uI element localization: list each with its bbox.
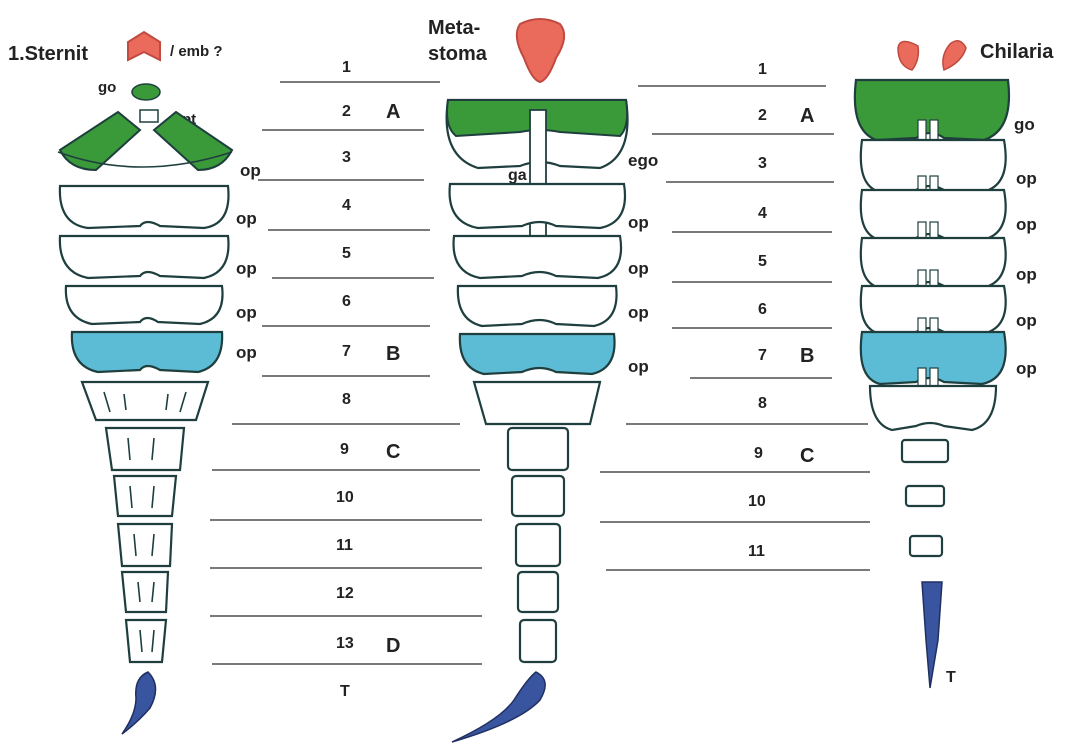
right-num-11: 11 [748, 543, 765, 560]
middle-segment-12 [518, 572, 558, 612]
middle-ego-label: ego [628, 151, 658, 170]
left-go-shape [132, 84, 160, 100]
right-region-B: B [800, 345, 814, 367]
middle-ga-label: ga [508, 167, 527, 184]
right-op-label-3: op [1016, 169, 1037, 188]
right-num-6: 6 [758, 301, 767, 318]
left-num-4: 4 [342, 197, 351, 214]
left-op-label-6: op [236, 303, 257, 322]
left-region-D: D [386, 635, 400, 657]
left-num-T: T [340, 683, 350, 700]
right-T-label: T [946, 669, 956, 686]
left-segment-10 [114, 476, 176, 516]
middle-figure: ga ego op op op op [447, 100, 659, 742]
right-figure: go T op op op op op [855, 80, 1037, 688]
left-num-7: 7 [342, 343, 351, 360]
right-region-C: C [800, 445, 814, 467]
middle-operculum-6 [458, 286, 617, 326]
left-segment-8 [82, 382, 208, 420]
middle-operculum-7 [460, 334, 615, 374]
right-num-9: 9 [754, 445, 763, 462]
middle-segment-8 [474, 382, 600, 424]
left-num-12: 12 [336, 585, 354, 602]
left-op-label-3: op [240, 161, 261, 180]
middle-op-label-6: op [628, 303, 649, 322]
right-num-2: 2 [758, 107, 767, 124]
left-segment-9 [106, 428, 184, 470]
left-num-3: 3 [342, 149, 351, 166]
right-telson [922, 582, 942, 688]
emb-label: / emb ? [170, 43, 223, 60]
middle-segment-11 [516, 524, 560, 566]
middle-operculum-4 [450, 184, 625, 228]
left-figure: go pt op op op op op [58, 79, 261, 734]
left-plate-left [60, 112, 140, 170]
left-region-C: C [386, 441, 400, 463]
left-num-11: 11 [336, 537, 353, 554]
metastoma-shape [517, 19, 564, 82]
left-operculum-4 [60, 186, 229, 228]
left-telson [122, 672, 156, 734]
left-segment-13 [126, 620, 166, 662]
right-num-4: 4 [758, 205, 767, 222]
left-num-5: 5 [342, 245, 351, 262]
left-op-label-4: op [236, 209, 257, 228]
right-segment-11 [910, 536, 942, 556]
left-num-6: 6 [342, 293, 351, 310]
right-num-3: 3 [758, 155, 767, 172]
middle-segment-9 [508, 428, 568, 470]
right-num-1: 1 [758, 61, 767, 78]
left-region-A: A [386, 101, 400, 123]
middle-segment-10 [512, 476, 564, 516]
left-op-label-5: op [236, 259, 257, 278]
left-operculum-6 [66, 286, 223, 324]
left-num-13: 13 [336, 635, 354, 652]
middle-operculum-5 [454, 236, 622, 278]
left-num-10: 10 [336, 489, 354, 506]
chilaria-left-shape [898, 41, 918, 70]
right-go-label: go [1014, 115, 1035, 134]
left-operculum-7 [72, 332, 222, 372]
right-op-label-5: op [1016, 265, 1037, 284]
left-num-8: 8 [342, 391, 351, 408]
right-segment-9 [902, 440, 948, 462]
left-num-2: 2 [342, 103, 351, 120]
left-operculum-5 [60, 236, 229, 278]
chilaria-label: Chilaria [980, 41, 1054, 63]
metastoma-label-1: Meta- [428, 17, 480, 39]
left-num-9: 9 [340, 441, 349, 458]
sternit-label: 1.Sternit [8, 43, 88, 65]
metastoma-label-2: stoma [428, 43, 488, 65]
left-number-column: 1 2 3 4 5 6 7 8 9 10 11 12 13 T A B C D [210, 59, 482, 700]
left-op-label-7: op [236, 343, 257, 362]
chilaria-right-shape [943, 41, 966, 70]
right-num-5: 5 [758, 253, 767, 270]
right-segment-10 [906, 486, 944, 506]
left-segment-12 [122, 572, 168, 612]
left-go-label: go [98, 79, 116, 96]
right-num-8: 8 [758, 395, 767, 412]
right-op-label-4: op [1016, 215, 1037, 234]
left-segment-11 [118, 524, 172, 566]
left-num-1: 1 [342, 59, 351, 76]
middle-op-label-5: op [628, 259, 649, 278]
left-pt-block [140, 110, 158, 122]
right-region-A: A [800, 105, 814, 127]
right-num-7: 7 [758, 347, 767, 364]
middle-telson [452, 672, 545, 742]
right-op-label-6: op [1016, 311, 1037, 330]
right-op-label-7: op [1016, 359, 1037, 378]
middle-op-label-7: op [628, 357, 649, 376]
first-sternit-shape [128, 32, 160, 60]
left-region-B: B [386, 343, 400, 365]
right-segment-8 [870, 386, 996, 430]
middle-op-label-4: op [628, 213, 649, 232]
middle-segment-13 [520, 620, 556, 662]
right-num-10: 10 [748, 493, 766, 510]
